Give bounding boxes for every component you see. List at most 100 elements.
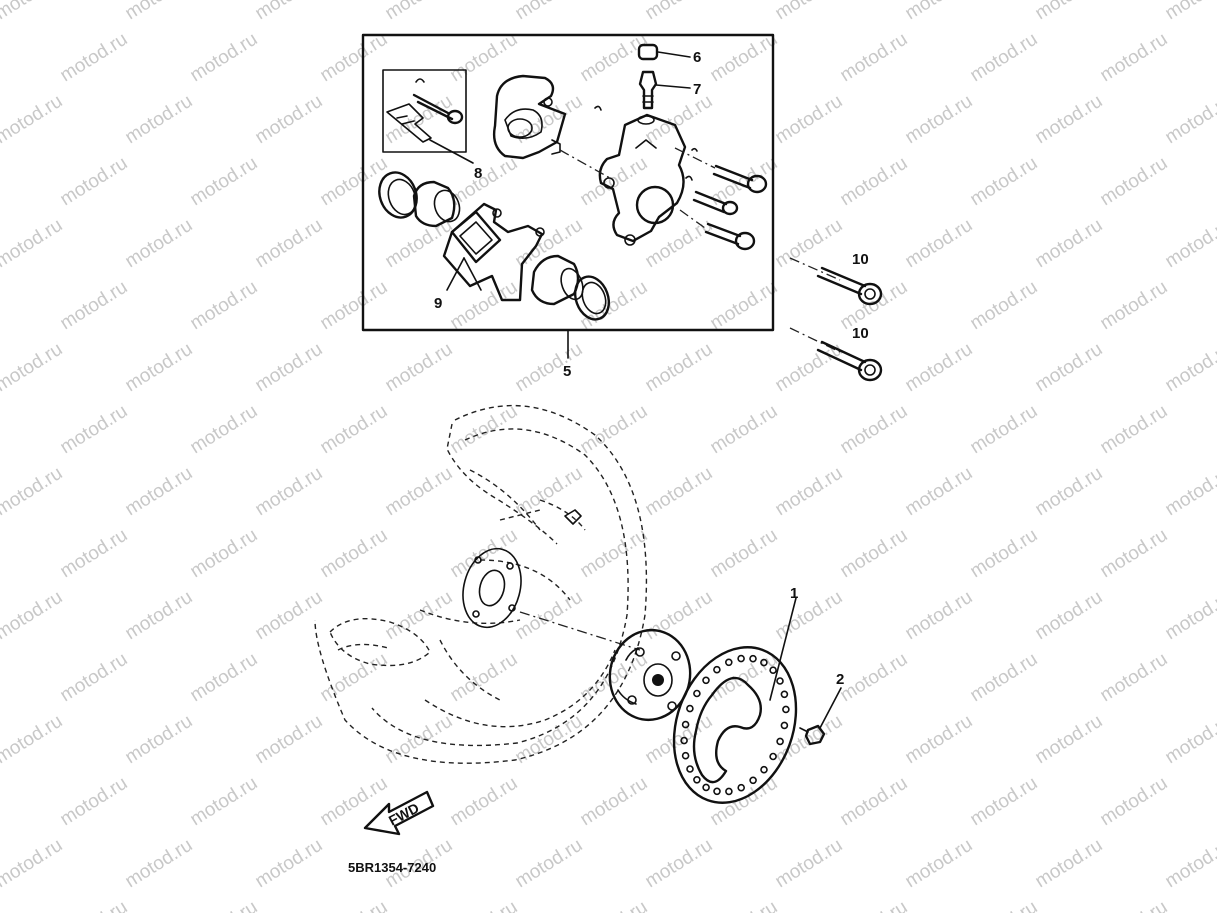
watermark-text: motod.ru [0,711,66,769]
watermark-text: motod.ru [1097,277,1172,335]
disc-vent-hole [681,751,690,760]
callout-7: 7 [693,81,701,98]
brake-disc [672,646,798,804]
disc-vent-hole [769,752,777,761]
watermark-text: motod.ru [122,463,197,521]
watermark-text: motod.ru [1097,29,1172,87]
watermark-text: motod.ru [512,587,587,645]
watermark-text: motod.ru [772,91,847,149]
disc-vent-hole [686,704,694,713]
watermark-text: motod.ru [642,0,717,24]
watermark-text: motod.ru [382,711,457,769]
brake-pads [442,202,545,302]
watermark-text: motod.ru [187,773,262,831]
watermark-text: motod.ru [0,215,66,273]
watermark-text: motod.ru [382,587,457,645]
watermark-text: motod.ru [0,153,1,211]
disc-vent-hole [780,690,789,699]
watermark-text: motod.ru [252,587,327,645]
watermark-text: motod.ru [447,897,522,913]
caliper-inner-bolts [685,147,768,251]
caliper-bracket [492,74,602,160]
watermark-text: motod.ru [967,29,1042,87]
disc-vent-hole [724,658,733,667]
watermark-text: motod.ru [382,463,457,521]
piston-seals-upper [378,171,461,228]
watermark-text: motod.ru [252,339,327,397]
disc-vent-hole [737,783,746,792]
watermark-text: motod.ru [577,773,652,831]
watermark-text: motod.ru [642,587,717,645]
watermark-text: motod.ru [0,587,66,645]
watermark-text: motod.ru [252,835,327,893]
caliper-mounting-bolts [816,266,883,382]
caliper-body [598,113,687,246]
callout-1: 1 [790,585,798,602]
watermark-text: motod.ru [967,525,1042,583]
watermark-text: motod.ru [187,897,262,913]
watermark-text: motod.ru [902,711,977,769]
watermark-text: motod.ru [512,711,587,769]
watermark-text: motod.ru [772,587,847,645]
callout-9: 9 [434,295,442,312]
callout-5: 5 [563,363,571,380]
diagram-code: 5BR1354-7240 [348,860,436,875]
disc-vent-hole [782,705,790,714]
watermark-text: motod.ru [382,0,457,24]
watermark-text: motod.ru [707,897,782,913]
watermark-text: motod.ru [1097,525,1172,583]
watermark-text: motod.ru [0,277,1,335]
watermark-text: motod.ru [902,91,977,149]
watermark-text: motod.ru [0,29,1,87]
watermark-text: motod.ru [187,525,262,583]
callout-10-upper: 10 [852,251,869,268]
disc-vent-holes [680,654,790,796]
watermark-text: motod.ru [967,773,1042,831]
watermark-text: motod.ru [1097,153,1172,211]
disc-vent-hole [737,654,745,663]
disc-vent-hole [749,654,757,663]
disc-vent-hole [702,783,710,792]
watermark-text: motod.ru [1032,711,1107,769]
watermark-text: motod.ru [512,835,587,893]
watermark-text: motod.ru [187,649,262,707]
watermark-text: motod.ru [57,277,132,335]
watermark-text: motod.ru [252,463,327,521]
watermark-text: motod.ru [1162,835,1217,893]
watermark-text: motod.ru [187,277,262,335]
leader-lines [429,51,842,729]
watermark-text: motod.ru [967,153,1042,211]
watermark-text: motod.ru [0,649,1,707]
watermark-text: motod.ru [837,401,912,459]
watermark-text: motod.ru [902,0,977,24]
disc-vent-hole [749,776,757,785]
watermark-text: motod.ru [0,897,1,913]
watermark-text: motod.ru [1162,711,1217,769]
watermark-text: motod.ru [187,153,262,211]
watermark-text: motod.ru [122,835,197,893]
disc-vent-hole [776,737,784,746]
watermark-text: motod.ru [0,773,1,831]
watermark-text: motod.ru [1032,339,1107,397]
watermark-text: motod.ru [772,0,847,24]
callout-2: 2 [836,671,844,688]
watermark-text: motod.ru [512,339,587,397]
piston-seals-lower [530,254,611,321]
disc-vent-hole [780,721,789,730]
watermark-text: motod.ru [382,215,457,273]
disc-vent-hole [686,765,694,773]
bleed-cap [637,43,659,61]
watermark-text: motod.ru [902,587,977,645]
watermark-text: motod.ru [252,711,327,769]
watermark-text: motod.ru [837,525,912,583]
watermark-text: motod.ru [1097,897,1172,913]
watermark-text: motod.ru [0,91,66,149]
caliper-inset [361,33,775,332]
watermark-text: motod.ru [967,897,1042,913]
watermark-text: motod.ru [772,835,847,893]
watermark-text: motod.ru [1097,773,1172,831]
watermark-text: motod.ru [1162,91,1217,149]
watermark-text: motod.ru [837,773,912,831]
disc-vent-hole [713,665,721,674]
